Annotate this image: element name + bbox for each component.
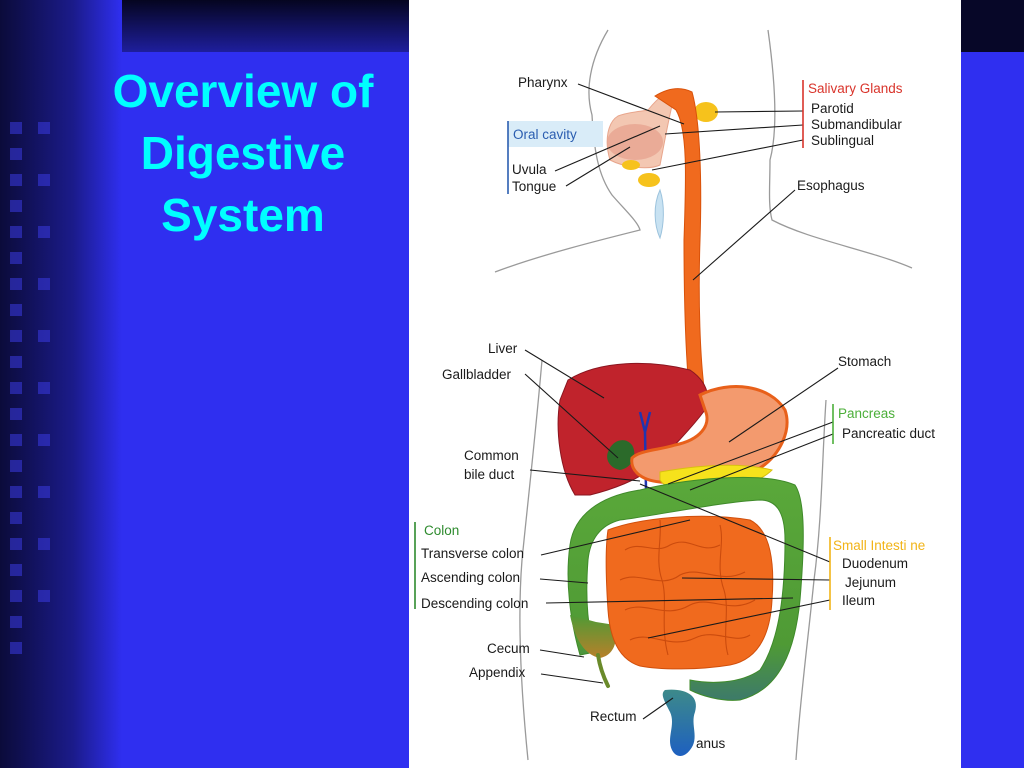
cecum-organ [570,615,617,658]
oral-cavity-box [508,121,603,147]
label-small-intestine: Small Intesti ne [833,538,925,553]
title-line-2: Digestive [140,127,346,179]
label-pancreas: Pancreas [838,406,895,421]
label-salivary-glands: Salivary Glands [808,81,903,96]
small-intestine-organ [605,515,774,670]
title-line-1: Overview of [112,65,374,117]
rectum-organ [662,689,696,756]
label-submandibular: Submandibular [811,117,902,132]
label-transverse-colon: Transverse colon [421,546,524,561]
label-uvula: Uvula [512,162,547,177]
label-descending-colon: Descending colon [421,596,528,611]
label-jejunum: Jejunum [845,575,896,590]
label-esophagus: Esophagus [797,178,865,193]
intestine-folds [619,519,756,656]
label-appendix: Appendix [469,665,526,680]
title-line-3: System [161,189,325,241]
label-colon: Colon [424,523,459,538]
label-cecum: Cecum [487,641,530,656]
mouth-structures [606,89,718,240]
label-parotid: Parotid [811,101,854,116]
colon-organ [567,476,804,701]
label-ileum: Ileum [842,593,875,608]
leader-lines [524,83,839,720]
label-rectum: Rectum [590,709,637,724]
label-common-bile-duct-line-1: Common [464,448,519,463]
label-pharynx: Pharynx [518,75,568,90]
esophagus-tube [654,88,706,401]
label-liver: Liver [488,341,518,356]
slide-title: Overview of Digestive System [84,60,402,246]
appendix-organ [596,653,610,688]
label-gallbladder: Gallbladder [442,367,512,382]
label-duodenum: Duodenum [842,556,908,571]
label-ascending-colon: Ascending colon [421,570,520,585]
gallbladder-organ [607,440,635,470]
label-stomach: Stomach [838,354,891,369]
label-sublingual: Sublingual [811,133,874,148]
label-pancreatic-duct: Pancreatic duct [842,426,935,441]
label-tongue: Tongue [512,179,556,194]
liver-organ [557,362,709,496]
label-common-bile-duct-line-2: bile duct [464,467,515,482]
label-oral-cavity: Oral cavity [513,127,577,142]
label-anus: anus [696,736,726,751]
